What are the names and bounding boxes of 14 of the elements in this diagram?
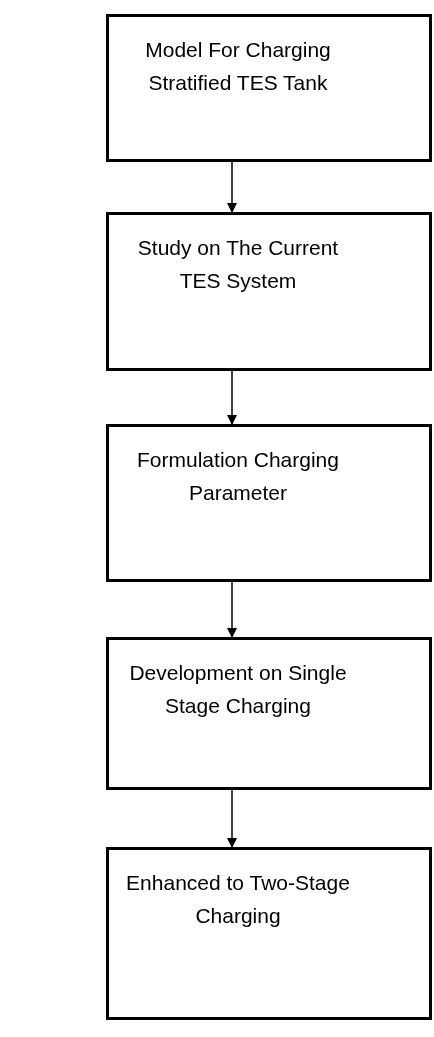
step-label: Development on Single Stage Charging xyxy=(128,660,348,719)
arrow xyxy=(227,581,237,638)
step-label: Formulation Charging Parameter xyxy=(136,447,340,506)
arrow xyxy=(227,161,237,213)
process-box xyxy=(106,424,432,582)
step-label: Model For Charging Stratified TES Tank xyxy=(144,37,332,96)
arrow xyxy=(227,370,237,425)
arrow xyxy=(227,789,237,848)
process-box xyxy=(106,847,432,1020)
step-label: Enhanced to Two-Stage Charging xyxy=(125,870,351,929)
process-box xyxy=(106,14,432,162)
step-label: Study on The Current TES System xyxy=(136,235,340,294)
process-box xyxy=(106,212,432,371)
process-box xyxy=(106,637,432,790)
